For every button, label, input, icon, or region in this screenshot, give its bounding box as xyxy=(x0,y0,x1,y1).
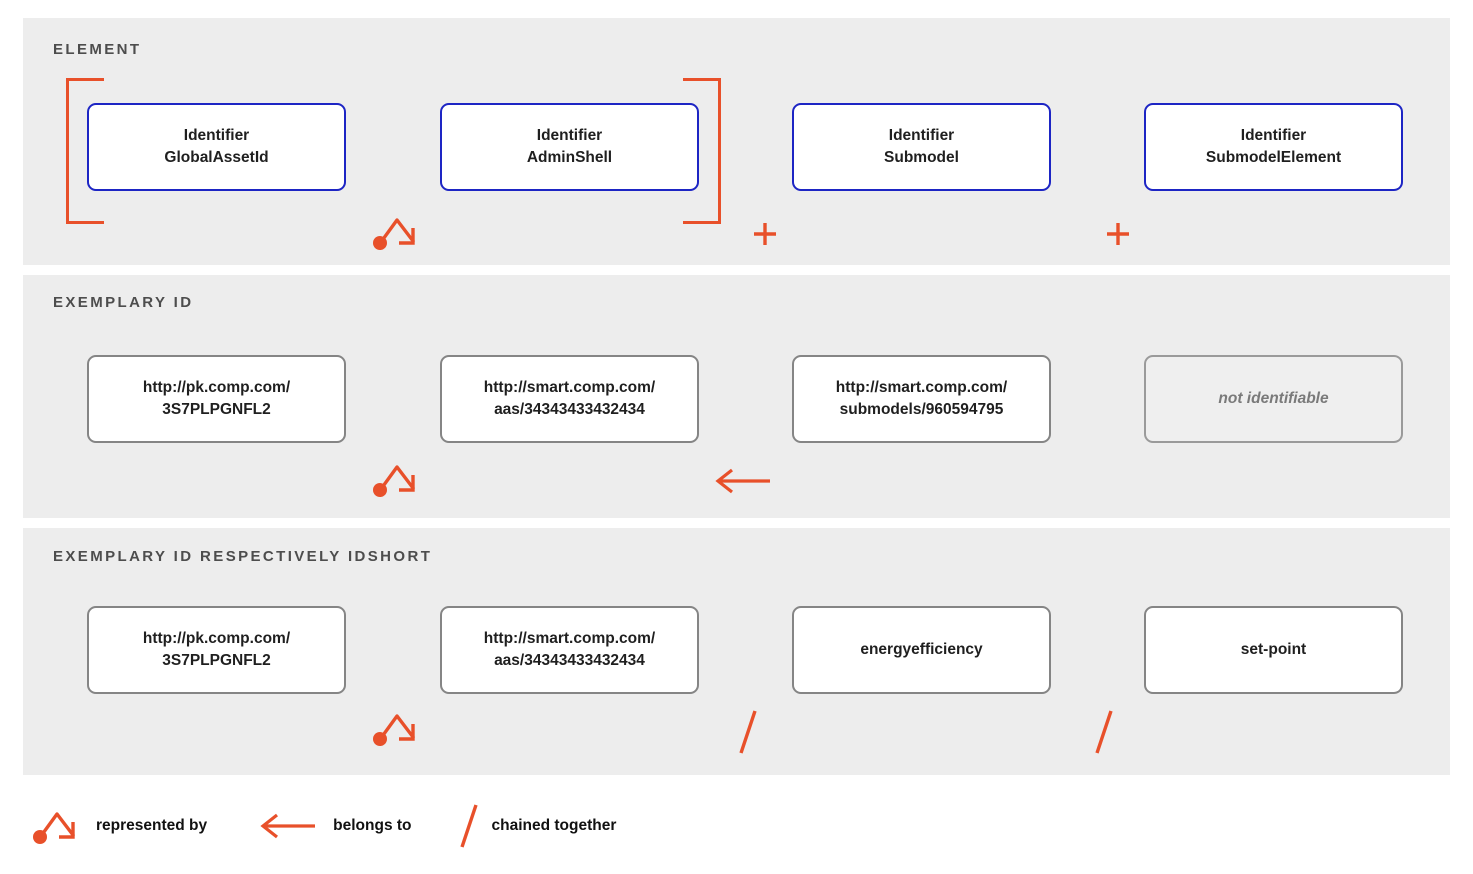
arrow-left-icon xyxy=(714,467,772,495)
box-line2: 3S7PLPGNFL2 xyxy=(162,401,271,418)
plus-icon xyxy=(1103,219,1133,249)
slash-icon xyxy=(1091,706,1117,758)
legend-item-chained-together: chained together xyxy=(456,795,617,857)
box-line2: 3S7PLPGNFL2 xyxy=(162,652,271,669)
box-line2: GlobalAssetId xyxy=(164,149,269,166)
panel-exemplary-id-idshort: EXEMPLARY ID RESPECTIVELY IDSHORT http:/… xyxy=(23,528,1450,775)
box-line1: http://smart.comp.com/ xyxy=(483,378,656,396)
represented-by-icon xyxy=(32,804,82,848)
legend-item-represented-by: represented by xyxy=(32,795,207,857)
panel-title-element: ELEMENT xyxy=(53,41,142,58)
box-line1: energyefficiency xyxy=(860,640,983,658)
box-line1: http://pk.comp.com/ xyxy=(142,629,291,647)
panel-exemplary-id: EXEMPLARY ID http://pk.comp.com/ 3S7PLPG… xyxy=(23,275,1450,518)
box-identifier-submodel[interactable]: Identifier Submodel xyxy=(792,103,1051,191)
box-line1: not identifiable xyxy=(1218,389,1329,407)
panel-element: ELEMENT Identifier GlobalAssetId Identif… xyxy=(23,18,1450,265)
box-id-submodelelement-not-identifiable: not identifiable xyxy=(1144,355,1403,443)
panel-title-exemplary-id: EXEMPLARY ID xyxy=(53,294,194,311)
arrow-left-icon xyxy=(259,812,317,840)
box-line2: SubmodelElement xyxy=(1205,149,1342,166)
bracket-left-icon xyxy=(66,78,104,224)
panel-title-exemplary-id-idshort: EXEMPLARY ID RESPECTIVELY IDSHORT xyxy=(53,548,433,565)
legend: represented by belongs to chained togeth… xyxy=(23,795,616,857)
bracket-right-icon xyxy=(683,78,721,224)
box-line2: AdminShell xyxy=(526,149,613,166)
box-line1: set-point xyxy=(1240,640,1307,658)
legend-label: represented by xyxy=(96,817,208,834)
box-idshort-adminshell[interactable]: http://smart.comp.com/ aas/3434343343243… xyxy=(440,606,699,694)
box-identifier-submodelelement[interactable]: Identifier SubmodelElement xyxy=(1144,103,1403,191)
box-line2: aas/34343433432434 xyxy=(494,652,645,669)
box-id-adminshell[interactable]: http://smart.comp.com/ aas/3434343343243… xyxy=(440,355,699,443)
plus-icon xyxy=(750,219,780,249)
box-idshort-submodelelement[interactable]: set-point xyxy=(1144,606,1403,694)
box-idshort-submodel[interactable]: energyefficiency xyxy=(792,606,1051,694)
legend-label: belongs to xyxy=(333,817,412,834)
slash-icon xyxy=(735,706,761,758)
box-id-globalassetid[interactable]: http://pk.comp.com/ 3S7PLPGNFL2 xyxy=(87,355,346,443)
box-idshort-globalassetid[interactable]: http://pk.comp.com/ 3S7PLPGNFL2 xyxy=(87,606,346,694)
legend-label: chained together xyxy=(491,817,617,834)
box-identifier-adminshell[interactable]: Identifier AdminShell xyxy=(440,103,699,191)
box-line1: http://smart.comp.com/ xyxy=(835,378,1008,396)
box-line1: Identifier xyxy=(536,126,603,144)
box-id-submodel[interactable]: http://smart.comp.com/ submodels/9605947… xyxy=(792,355,1051,443)
box-identifier-globalassetid[interactable]: Identifier GlobalAssetId xyxy=(87,103,346,191)
represented-by-icon xyxy=(372,706,422,750)
box-line2: submodels/960594795 xyxy=(839,401,1004,418)
box-line1: Identifier xyxy=(1240,126,1307,144)
box-line2: Submodel xyxy=(884,149,959,166)
slash-icon xyxy=(456,800,482,852)
box-line1: Identifier xyxy=(183,126,250,144)
box-line1: Identifier xyxy=(888,126,955,144)
box-line1: http://smart.comp.com/ xyxy=(483,629,656,647)
box-line2: aas/34343433432434 xyxy=(494,401,645,418)
box-line1: http://pk.comp.com/ xyxy=(142,378,291,396)
represented-by-icon xyxy=(372,457,422,501)
legend-item-belongs-to: belongs to xyxy=(259,795,412,857)
represented-by-icon xyxy=(372,210,422,254)
